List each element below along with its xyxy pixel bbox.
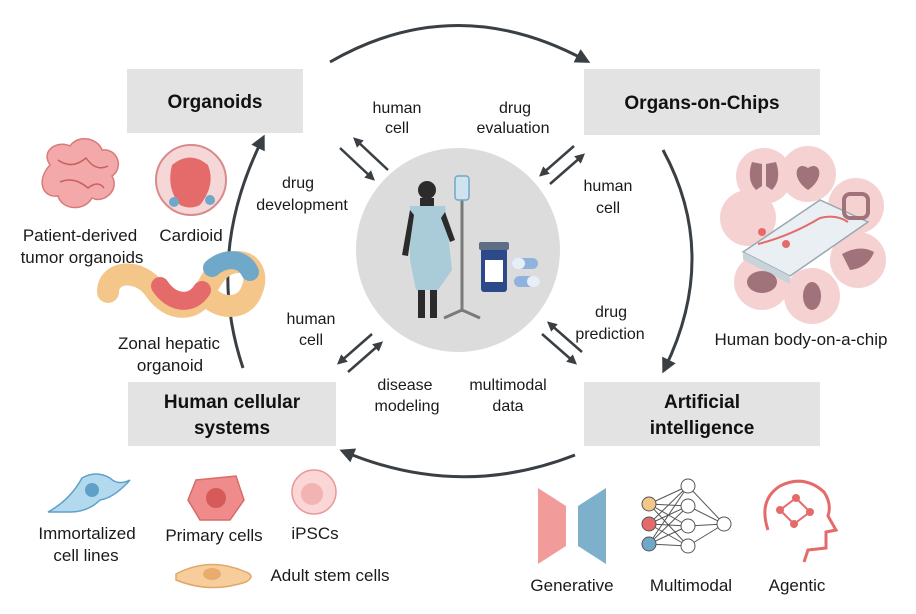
label-bottom-right-2: data	[492, 398, 523, 415]
primary-cells-label: Primary cells	[165, 526, 262, 545]
ai-box-label-1: Artificial	[664, 392, 740, 413]
center-circle	[356, 148, 560, 352]
human-cellular-box	[128, 382, 336, 446]
organ-intestine-icon	[842, 192, 870, 220]
label-top-right-2: evaluation	[477, 120, 550, 137]
organ-lungs-icon	[749, 162, 779, 190]
tumor-organoid-label-2: tumor organoids	[21, 248, 144, 267]
organs-on-chips-box-label: Organs-on-Chips	[624, 93, 779, 114]
arrow-pair-top-right	[538, 145, 586, 185]
ai-box	[584, 382, 820, 446]
organ-liver-icon	[842, 248, 874, 270]
label-top-left-1: human	[373, 100, 422, 117]
multimodal-label: Multimodal	[650, 576, 732, 595]
immortalized-cell-icon	[47, 473, 131, 513]
pill-bottle-icon	[479, 242, 509, 292]
human-cellular-box-label-1: Human cellular	[164, 392, 301, 413]
organ-brain-icon	[747, 271, 777, 293]
cardioid-icon	[155, 144, 227, 216]
label-right-lower-2: prediction	[575, 326, 644, 343]
agentic-label: Agentic	[769, 576, 826, 595]
primary-cell-icon	[187, 475, 245, 521]
tumor-organoid-label-1: Patient-derived	[23, 226, 137, 245]
label-left-lower-2: cell	[299, 332, 323, 349]
organs-on-chips-box	[584, 69, 820, 135]
organoids-box	[127, 69, 303, 133]
label-right-lower-1: drug	[595, 304, 627, 321]
multimodal-network-icon	[641, 478, 732, 554]
cycle-arrow-bottom	[339, 448, 576, 479]
label-left-upper-2: development	[256, 197, 348, 214]
generative-label: Generative	[530, 576, 613, 595]
hepatic-organoid-label-2: organoid	[137, 356, 203, 375]
organ-kidney-icon	[803, 282, 821, 310]
pills-icon	[512, 258, 540, 287]
label-right-upper-2: cell	[596, 200, 620, 217]
agentic-head-icon	[763, 479, 839, 563]
label-left-upper-1: drug	[282, 175, 314, 192]
arrow-pair-bottom-left	[336, 333, 384, 373]
tumor-organoid-icon	[41, 138, 120, 209]
organ-heart-icon	[796, 166, 820, 190]
immortalized-label-1: Immortalized	[38, 524, 135, 543]
body-on-a-chip-label: Human body-on-a-chip	[715, 330, 888, 349]
label-top-left-2: cell	[385, 120, 409, 137]
immortalized-label-2: cell lines	[53, 546, 118, 565]
label-top-right-1: drug	[499, 100, 531, 117]
label-bottom-right-1: multimodal	[469, 377, 546, 394]
iv-stand-icon	[443, 175, 481, 320]
cardioid-label: Cardioid	[159, 226, 222, 245]
ipscs-label: iPSCs	[291, 524, 338, 543]
ai-box-label-2: intelligence	[650, 418, 755, 439]
patient-icon	[402, 181, 455, 318]
arrow-pair-bottom-right	[541, 321, 583, 365]
label-right-upper-1: human	[584, 178, 633, 195]
organoids-box-label: Organoids	[167, 92, 262, 113]
cycle-arrow-right	[661, 149, 694, 374]
label-left-lower-1: human	[287, 311, 336, 328]
arrow-pair-top-left	[339, 137, 389, 181]
hepatic-organoid-icon	[97, 250, 266, 318]
adult-stem-cell-icon	[175, 563, 252, 589]
label-bottom-left-1: disease	[377, 377, 432, 394]
adult-stem-cells-label: Adult stem cells	[270, 566, 389, 585]
human-cellular-box-label-2: systems	[194, 418, 270, 439]
label-bottom-left-2: modeling	[375, 398, 440, 415]
cycle-arrow-top	[329, 24, 591, 64]
ipsc-icon	[291, 469, 337, 515]
generative-model-icon	[538, 488, 606, 564]
hepatic-organoid-label-1: Zonal hepatic	[118, 334, 221, 353]
